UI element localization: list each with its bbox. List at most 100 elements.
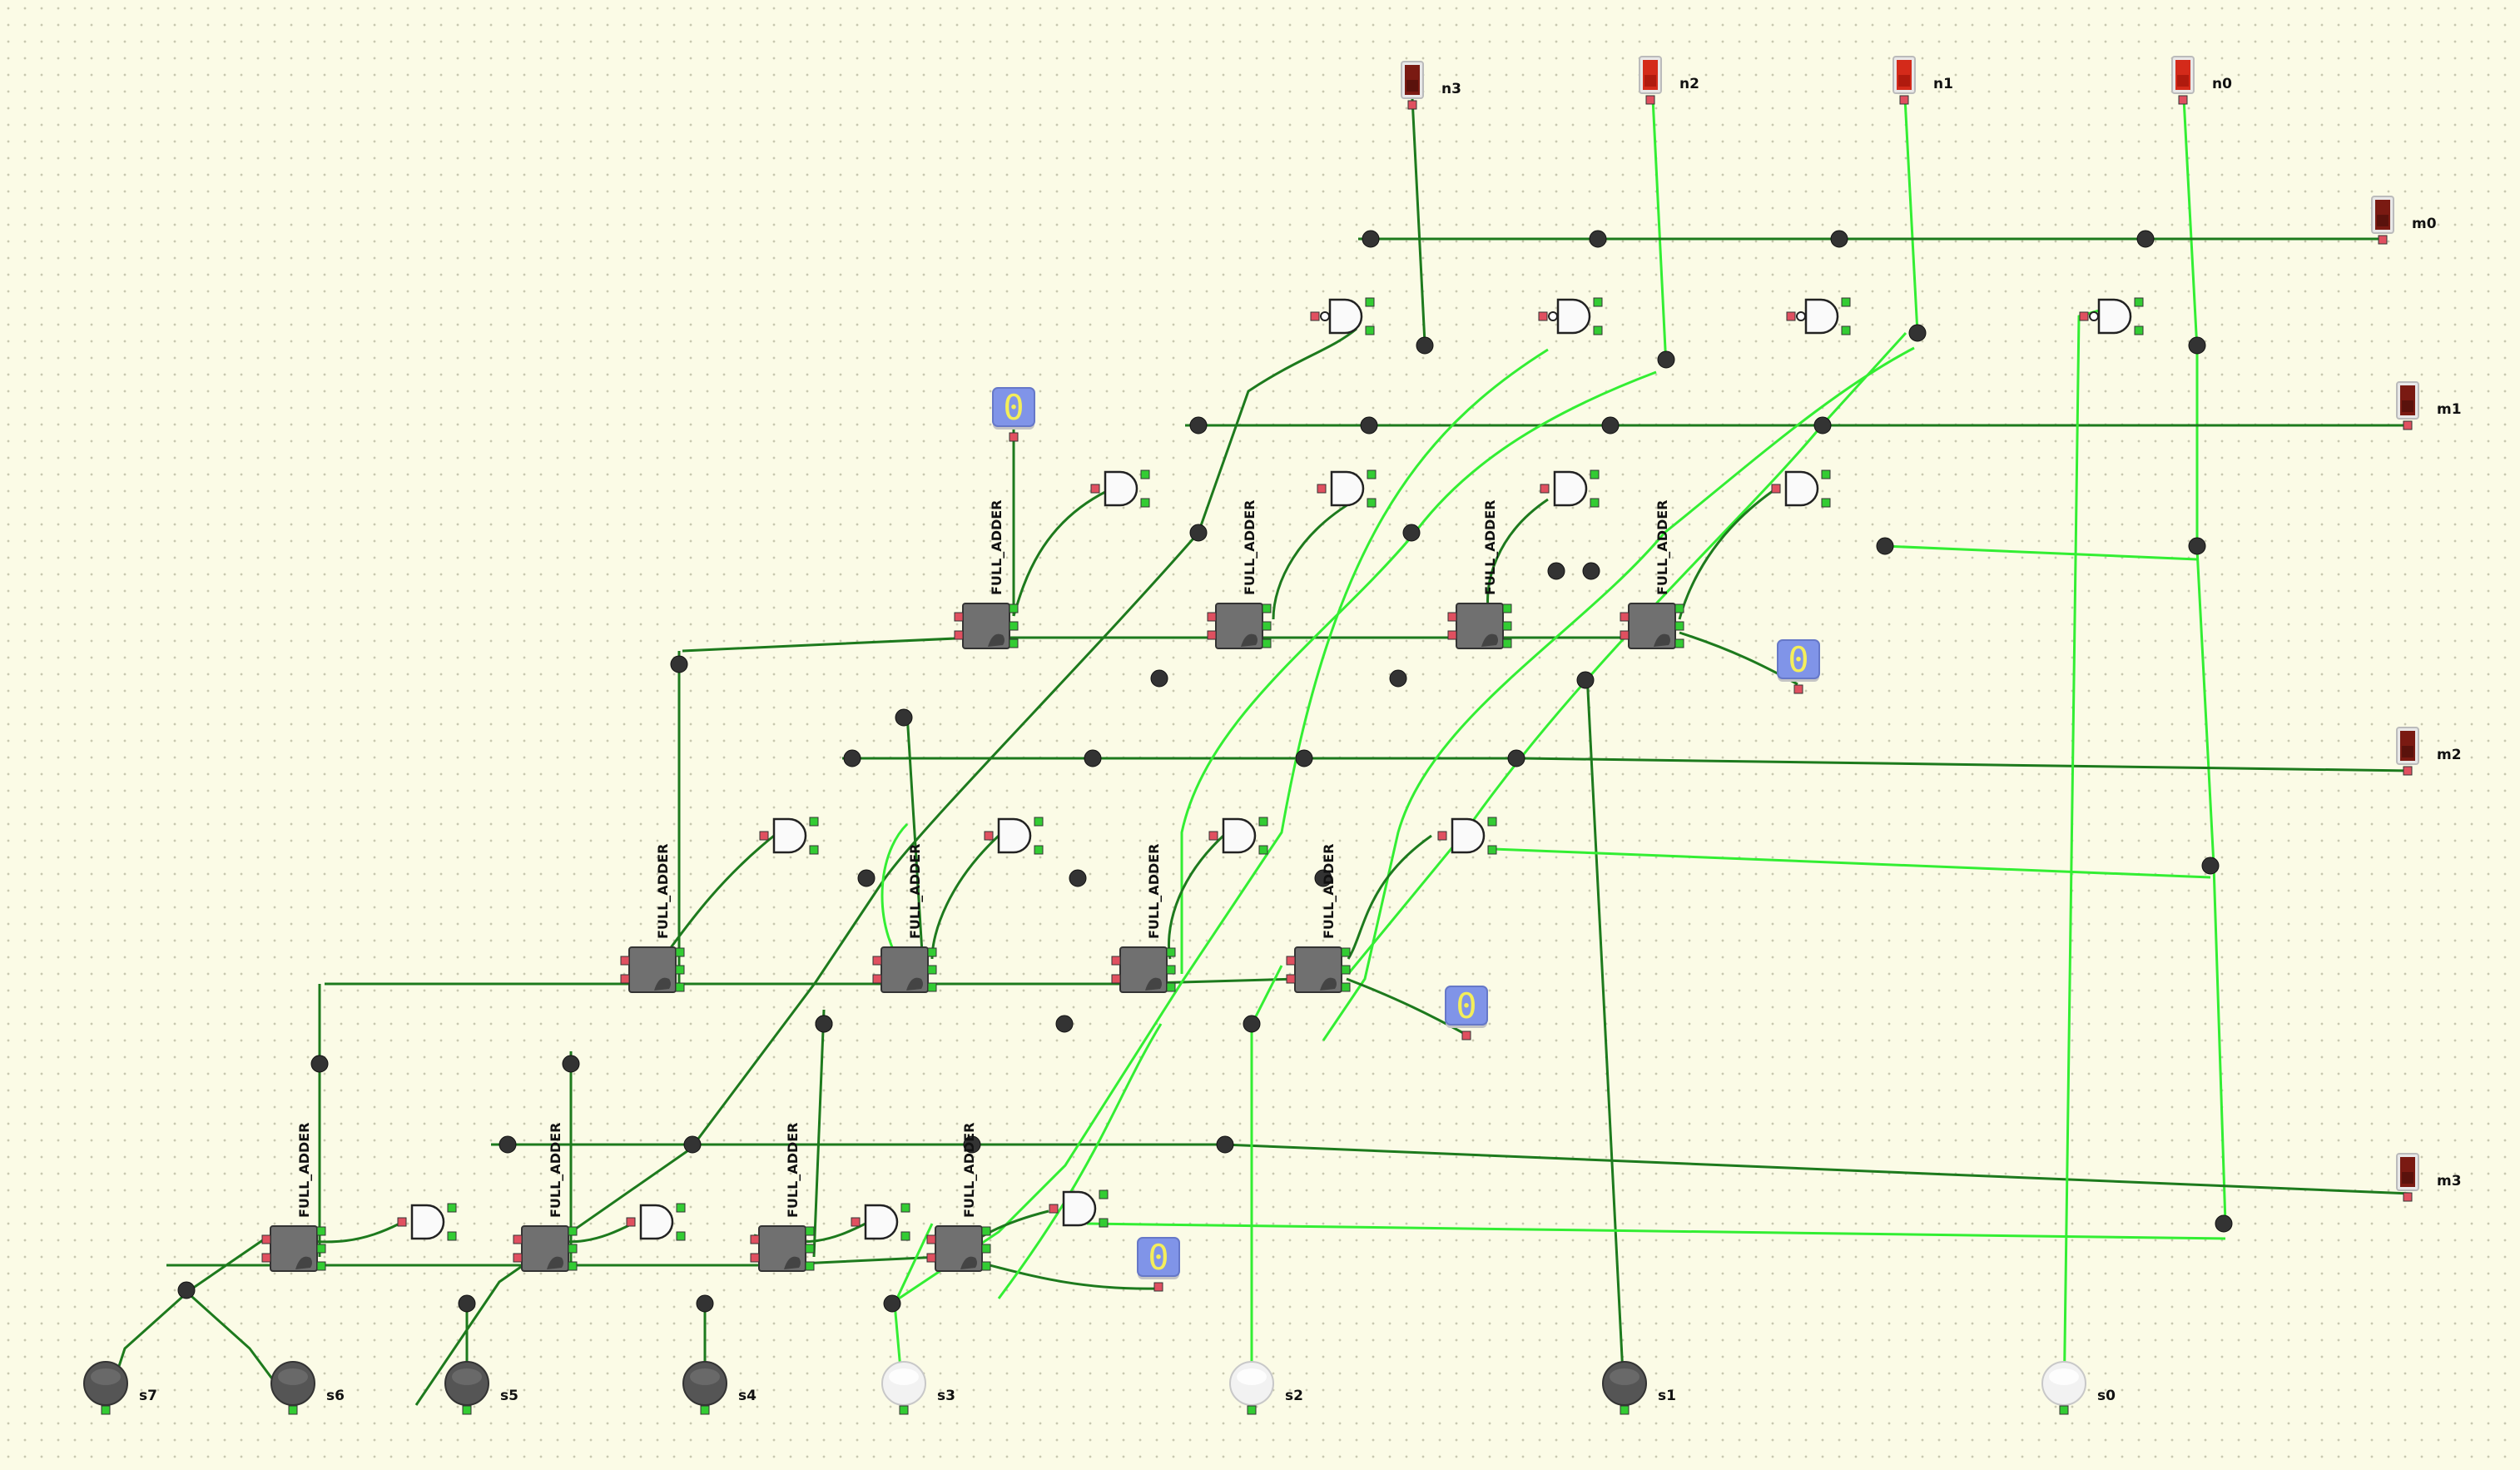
and-gate[interactable] bbox=[626, 1203, 686, 1241]
output-pin[interactable] bbox=[1593, 325, 1603, 335]
output-pin[interactable] bbox=[809, 845, 819, 855]
input-pin[interactable] bbox=[261, 1253, 271, 1263]
output-pin[interactable] bbox=[1166, 947, 1176, 957]
input-pin[interactable] bbox=[1207, 612, 1217, 622]
output-pin[interactable] bbox=[1166, 965, 1176, 975]
wire-junction[interactable] bbox=[1243, 1015, 1261, 1033]
wire-junction[interactable] bbox=[562, 1055, 580, 1073]
input-pin[interactable] bbox=[2378, 235, 2388, 245]
wire-junction[interactable] bbox=[1507, 749, 1525, 767]
input-pin[interactable] bbox=[261, 1234, 271, 1244]
output-pin[interactable] bbox=[700, 1405, 710, 1415]
input-pin[interactable] bbox=[397, 1217, 407, 1227]
output-pin[interactable] bbox=[288, 1405, 298, 1415]
input-pin[interactable] bbox=[1286, 956, 1296, 966]
output-pin[interactable] bbox=[1367, 469, 1377, 479]
output-pin[interactable] bbox=[675, 965, 685, 975]
output-pin[interactable] bbox=[1262, 603, 1272, 613]
full-adder[interactable] bbox=[1620, 603, 1684, 649]
nand-gate[interactable] bbox=[1538, 297, 1603, 335]
wire-junction[interactable] bbox=[1150, 669, 1168, 688]
output-pin[interactable] bbox=[447, 1231, 457, 1241]
output-pin[interactable] bbox=[316, 1226, 326, 1236]
input-switch-s7[interactable]: s7 bbox=[83, 1361, 157, 1415]
wire-junction[interactable] bbox=[883, 1294, 901, 1313]
input-pin[interactable] bbox=[1208, 831, 1218, 841]
output-pin[interactable] bbox=[1620, 1405, 1630, 1415]
and-gate[interactable] bbox=[1090, 469, 1150, 508]
output-pin[interactable] bbox=[2134, 325, 2144, 335]
input-pin[interactable] bbox=[1317, 484, 1327, 494]
input-pin[interactable] bbox=[1407, 100, 1417, 110]
wire-junction[interactable] bbox=[177, 1281, 196, 1299]
input-pin[interactable] bbox=[954, 630, 964, 640]
input-pin[interactable] bbox=[1111, 974, 1121, 984]
input-pin[interactable] bbox=[750, 1234, 760, 1244]
input-switch-s1[interactable]: s1 bbox=[1602, 1361, 1676, 1415]
nand-gate[interactable] bbox=[1786, 297, 1851, 335]
output-pin[interactable] bbox=[1502, 621, 1512, 631]
output-pin[interactable] bbox=[1140, 469, 1150, 479]
output-pin[interactable] bbox=[1258, 817, 1268, 827]
wire-junction[interactable] bbox=[1216, 1135, 1234, 1154]
full-adder[interactable] bbox=[1207, 603, 1272, 649]
wire-junction[interactable] bbox=[1055, 1015, 1074, 1033]
output-pin[interactable] bbox=[899, 1405, 909, 1415]
output-pin[interactable] bbox=[1365, 325, 1375, 335]
output-pin[interactable] bbox=[675, 982, 685, 992]
full-adder[interactable] bbox=[1111, 946, 1176, 993]
wire-junction[interactable] bbox=[1362, 230, 1380, 248]
input-pin[interactable] bbox=[1793, 684, 1803, 694]
and-gate[interactable] bbox=[1771, 469, 1831, 508]
wire-junction[interactable] bbox=[1547, 562, 1565, 580]
wire-junction[interactable] bbox=[1657, 350, 1675, 369]
input-pin[interactable] bbox=[872, 974, 882, 984]
input-switch-s2[interactable]: s2 bbox=[1229, 1361, 1303, 1415]
full-adder[interactable] bbox=[750, 1225, 815, 1272]
input-pin[interactable] bbox=[1771, 484, 1781, 494]
and-gate[interactable] bbox=[984, 817, 1044, 855]
full-adder[interactable] bbox=[261, 1225, 326, 1272]
output-pin[interactable] bbox=[1365, 297, 1375, 307]
output-pin[interactable] bbox=[1502, 603, 1512, 613]
output-pin[interactable] bbox=[1841, 325, 1851, 335]
output-pin[interactable] bbox=[1674, 638, 1684, 648]
input-pin[interactable] bbox=[1540, 484, 1550, 494]
input-pin[interactable] bbox=[1538, 311, 1548, 321]
input-pin[interactable] bbox=[1153, 1282, 1163, 1292]
output-pin[interactable] bbox=[981, 1226, 991, 1236]
output-pin[interactable] bbox=[316, 1261, 326, 1271]
output-pin[interactable] bbox=[1593, 297, 1603, 307]
output-pin[interactable] bbox=[101, 1405, 111, 1415]
output-pin[interactable] bbox=[1099, 1218, 1109, 1228]
input-switch-s5[interactable]: s5 bbox=[444, 1361, 518, 1415]
nand-gate[interactable] bbox=[1310, 297, 1375, 335]
output-pin[interactable] bbox=[927, 982, 937, 992]
input-pin[interactable] bbox=[1111, 956, 1121, 966]
input-pin[interactable] bbox=[1786, 311, 1796, 321]
input-pin[interactable] bbox=[2403, 1192, 2413, 1202]
output-pin[interactable] bbox=[1034, 817, 1044, 827]
input-pin[interactable] bbox=[1437, 831, 1447, 841]
and-gate[interactable] bbox=[759, 817, 819, 855]
output-pin[interactable] bbox=[1341, 947, 1351, 957]
output-pin[interactable] bbox=[2059, 1405, 2069, 1415]
output-pin[interactable] bbox=[805, 1244, 815, 1254]
full-adder[interactable] bbox=[1286, 946, 1351, 993]
wire-junction[interactable] bbox=[843, 749, 861, 767]
output-pin[interactable] bbox=[927, 965, 937, 975]
output-pin[interactable] bbox=[1009, 638, 1019, 648]
output-pin[interactable] bbox=[1262, 621, 1272, 631]
input-pin[interactable] bbox=[926, 1253, 936, 1263]
output-pin[interactable] bbox=[675, 947, 685, 957]
input-pin[interactable] bbox=[513, 1234, 523, 1244]
output-pin[interactable] bbox=[1341, 982, 1351, 992]
output-pin[interactable] bbox=[1590, 498, 1600, 508]
output-pin[interactable] bbox=[900, 1203, 910, 1213]
input-switch-s3[interactable]: s3 bbox=[881, 1361, 955, 1415]
input-pin[interactable] bbox=[1645, 95, 1655, 105]
wire-junction[interactable] bbox=[1908, 324, 1927, 342]
wire-junction[interactable] bbox=[1069, 869, 1087, 887]
output-pin[interactable] bbox=[900, 1231, 910, 1241]
output-pin[interactable] bbox=[1367, 498, 1377, 508]
